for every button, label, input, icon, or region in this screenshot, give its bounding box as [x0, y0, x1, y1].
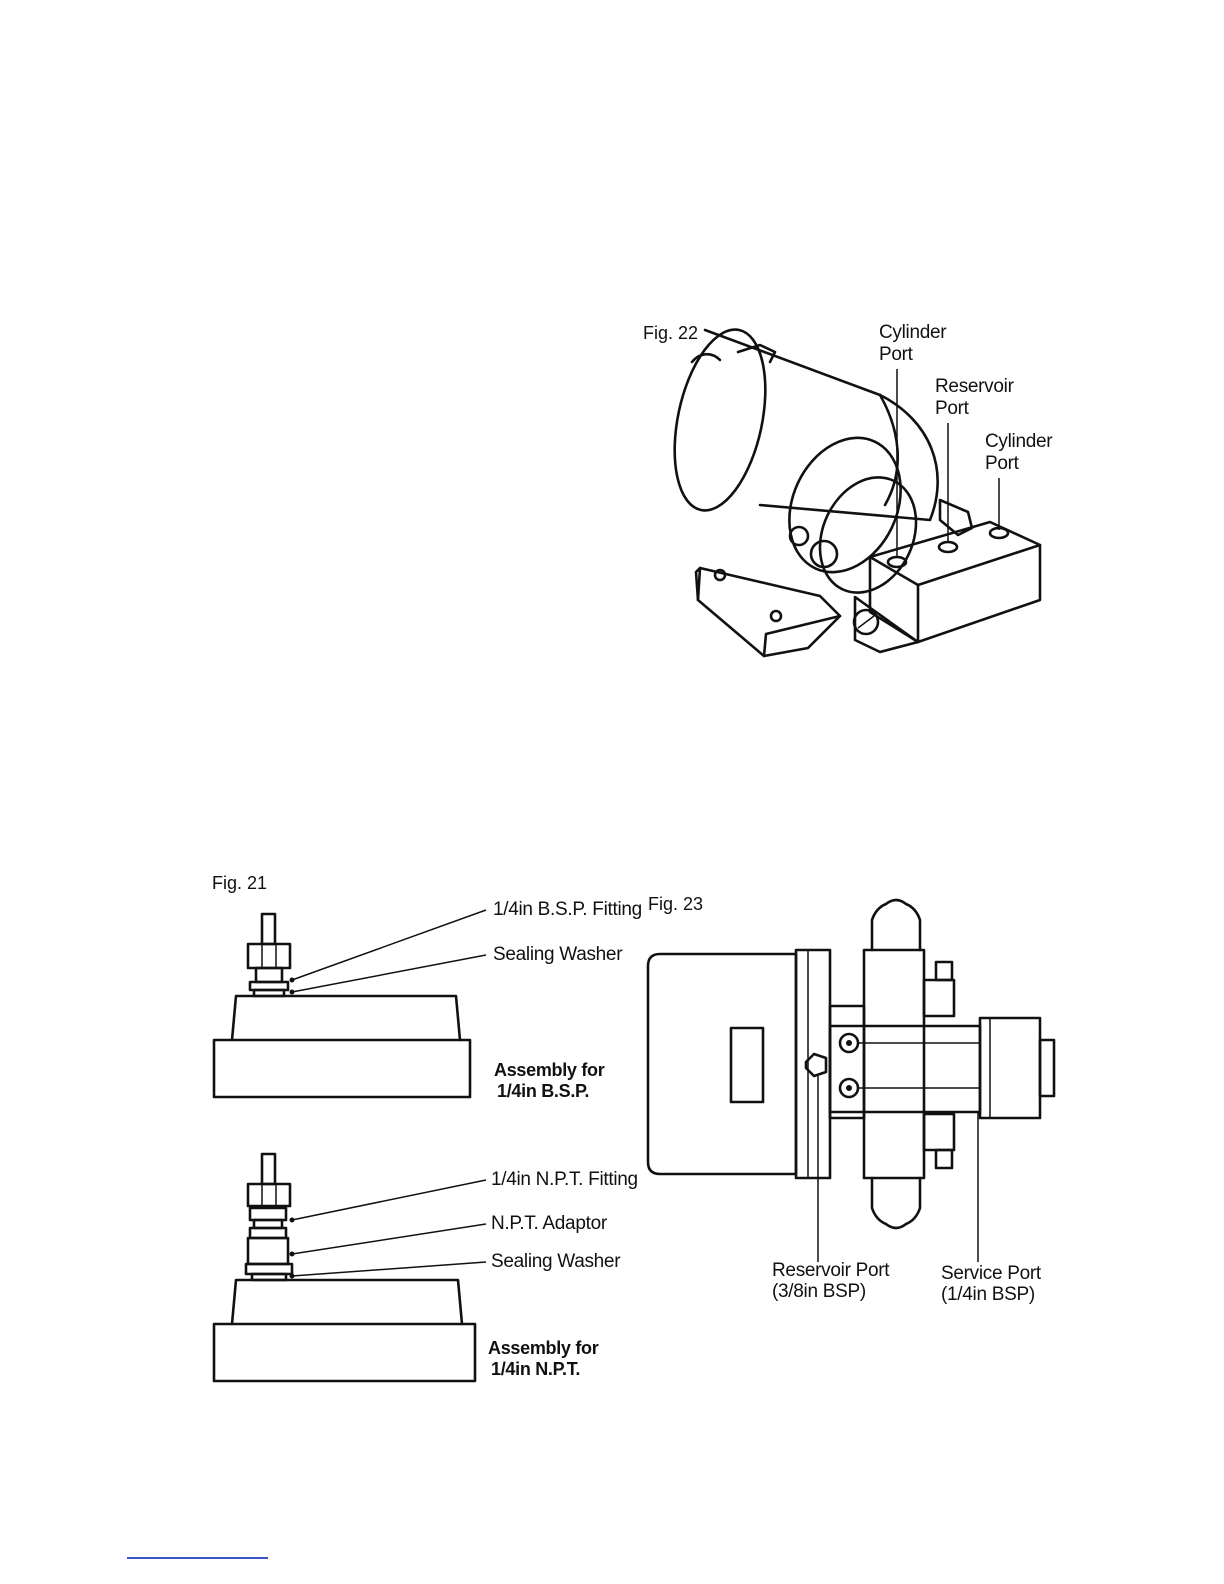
fig22-reservoir-port-line1: Reservoir — [935, 376, 1014, 398]
fig21-assembly-npt-line1: Assembly for — [488, 1337, 598, 1359]
fig22-pump-illustration — [660, 321, 1040, 656]
fig21-number: Fig. 21 — [212, 872, 267, 894]
fig21-sealing-washer-bottom-label: Sealing Washer — [491, 1251, 620, 1273]
fig21-assembly-bsp-line1: Assembly for — [494, 1059, 604, 1081]
fig21-assembly-bsp-line2: 1/4in B.S.P. — [497, 1080, 589, 1102]
fig21-bsp-fitting-label: 1/4in B.S.P. Fitting — [493, 899, 642, 921]
fig21-npt-fitting-label: 1/4in N.P.T. Fitting — [491, 1169, 638, 1191]
fig22-cylinder-port-left-line2: Port — [879, 344, 913, 366]
fig23-reservoir-port-line1: Reservoir Port — [772, 1260, 889, 1282]
fig21-assembly-npt-line2: 1/4in N.P.T. — [491, 1358, 580, 1380]
fig21-sealing-washer-top-label: Sealing Washer — [493, 944, 622, 966]
fig23-pump-plan-illustration — [648, 900, 1054, 1262]
fig22-cylinder-port-right-line2: Port — [985, 453, 1019, 475]
fig21-npt-adaptor-label: N.P.T. Adaptor — [491, 1213, 607, 1235]
fig22-cylinder-port-right-line1: Cylinder — [985, 431, 1052, 453]
fig21-bsp-assembly-illustration — [214, 910, 486, 1097]
fig23-service-port-line2: (1/4in BSP) — [941, 1284, 1035, 1306]
fig22-reservoir-port-line2: Port — [935, 398, 969, 420]
fig23-number: Fig. 23 — [648, 893, 703, 915]
fig21-npt-assembly-illustration — [214, 1154, 486, 1381]
fig22-number: Fig. 22 — [643, 322, 698, 344]
footnote-separator-line — [127, 1557, 268, 1559]
fig23-reservoir-port-line2: (3/8in BSP) — [772, 1281, 866, 1303]
fig23-service-port-line1: Service Port — [941, 1263, 1041, 1285]
fig22-cylinder-port-left-line1: Cylinder — [879, 322, 946, 344]
